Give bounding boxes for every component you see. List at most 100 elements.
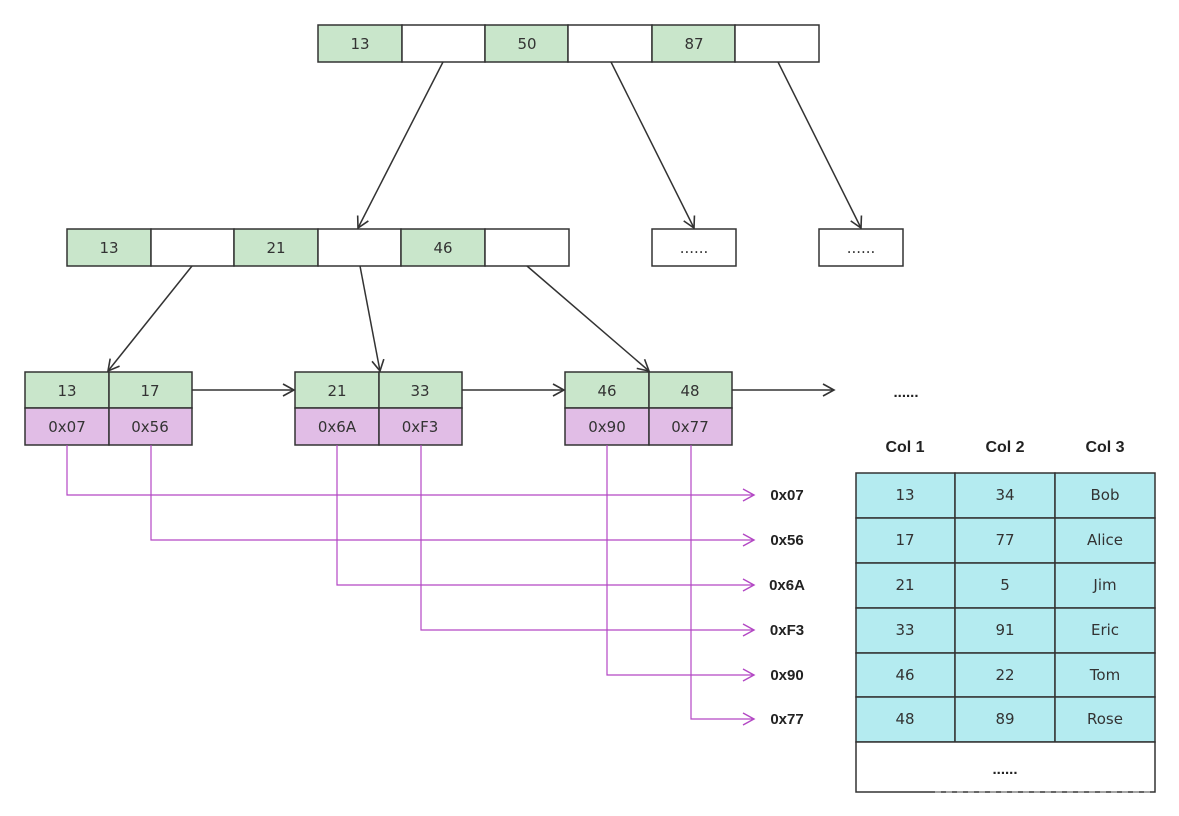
- tree-arrow: [359, 265, 385, 373]
- leaf-key: 21: [327, 382, 346, 400]
- leaf-address: 0x6A: [318, 418, 357, 436]
- address-arrow: [336, 445, 756, 592]
- table-cell-text: 34: [995, 486, 1014, 504]
- data-table: Col 1 Col 2 Col 3 13 34 Bob 17 77 Alice …: [855, 439, 1156, 793]
- ellipsis-node-box: [818, 228, 904, 267]
- address-labels: 0x07 0x56 0x6A 0xF3 0x90 0x77: [769, 487, 805, 728]
- leaf-address: 0xF3: [402, 418, 439, 436]
- table-cell-text: 13: [895, 486, 914, 504]
- table-more-ellipsis: ......: [992, 761, 1017, 778]
- leaf-key: 33: [410, 382, 429, 400]
- ellipsis-node-label: ......: [847, 239, 876, 257]
- table-row: 13 34 Bob: [855, 472, 1156, 519]
- address-arrow: [150, 445, 756, 547]
- internal-key: 21: [266, 239, 285, 257]
- table-header: Col 3: [1085, 439, 1124, 456]
- leaf-key: 48: [680, 382, 699, 400]
- internal-pointer-cell: [150, 228, 235, 267]
- root-node: 13 50 87: [317, 24, 820, 63]
- table-row: 33 91 Eric: [855, 607, 1156, 654]
- address-arrow: [66, 445, 756, 502]
- row-address-label: 0xF3: [770, 622, 804, 639]
- table-cell-text: 21: [895, 576, 914, 594]
- address-arrow: [690, 445, 756, 726]
- root-key-cell: [484, 24, 569, 63]
- internal-key: 13: [99, 239, 118, 257]
- leaf-node: 21 33 0x6A 0xF3: [294, 371, 463, 446]
- table-cell-text: 22: [995, 666, 1014, 684]
- table-cell-text: Eric: [1091, 621, 1119, 639]
- table-cell: [1054, 562, 1156, 609]
- root-pointer-cell: [734, 24, 820, 63]
- internal-node: 13 21 46: [66, 228, 570, 267]
- root-key: 50: [517, 35, 536, 53]
- leaf-key: 46: [597, 382, 616, 400]
- table-cell-text: 91: [995, 621, 1014, 639]
- tree-arrow: [777, 61, 863, 230]
- table-cell: [1054, 607, 1156, 654]
- table-cell-text: 17: [895, 531, 914, 549]
- leaf-sibling-links: ......: [192, 383, 919, 401]
- internal-pointer-cell: [484, 228, 570, 267]
- table-cell: [855, 607, 956, 654]
- leaf-key: 13: [57, 382, 76, 400]
- table-row: 46 22 Tom: [855, 652, 1156, 698]
- tree-arrow: [106, 265, 193, 373]
- table-cell: [954, 607, 1056, 654]
- leaf-address: 0x56: [131, 418, 169, 436]
- table-more-row: ......: [855, 741, 1156, 793]
- root-child-arrows: [356, 61, 863, 230]
- table-cell-text: Bob: [1091, 486, 1120, 504]
- root-key-cell: [317, 24, 403, 63]
- table-cell: [1054, 696, 1156, 743]
- address-arrow: [420, 445, 756, 637]
- internal-key-cell: [233, 228, 319, 267]
- leaf-address-cell: [648, 407, 733, 446]
- root-pointer-cell: [567, 24, 653, 63]
- address-pointer-arrows: [66, 445, 756, 726]
- table-cell-text: 89: [995, 710, 1014, 728]
- ellipsis-node: ......: [651, 228, 737, 267]
- table-cell-text: 33: [895, 621, 914, 639]
- root-key: 87: [684, 35, 703, 53]
- tree-arrow: [356, 61, 444, 230]
- row-address-label: 0x90: [770, 667, 803, 684]
- table-cell: [954, 562, 1056, 609]
- row-address-label: 0x07: [770, 487, 803, 504]
- ellipsis-node-box: [651, 228, 737, 267]
- table-row: 48 89 Rose: [855, 696, 1156, 743]
- row-address-label: 0x77: [770, 711, 803, 728]
- table-cell: [954, 472, 1056, 519]
- tree-arrow: [526, 265, 651, 373]
- internal-pointer-cell: [317, 228, 402, 267]
- table-cell: [954, 652, 1056, 698]
- table-cell-text: 5: [1000, 576, 1010, 594]
- tree-arrow: [610, 61, 696, 230]
- leaf-key-cell: [378, 371, 463, 409]
- internal-child-arrows: [106, 265, 651, 373]
- table-cell-text: Tom: [1089, 666, 1120, 684]
- table-cell: [1054, 517, 1156, 564]
- table-cell-text: 46: [895, 666, 914, 684]
- leaf-address-cell: [378, 407, 463, 446]
- table-cell: [1054, 652, 1156, 698]
- table-cell: [954, 517, 1056, 564]
- leaf-address: 0x90: [588, 418, 626, 436]
- leaf-address-cell: [108, 407, 193, 446]
- row-address-label: 0x56: [770, 532, 803, 549]
- leaf-node: 13 17 0x07 0x56: [24, 371, 193, 446]
- leaf-key-cell: [108, 371, 193, 409]
- ellipsis-node: ......: [818, 228, 904, 267]
- leaf-address-cell: [564, 407, 650, 446]
- table-cell: [1054, 472, 1156, 519]
- leaf-more-ellipsis: ......: [893, 384, 918, 401]
- table-more-box: [855, 741, 1156, 793]
- leaf-node: 46 48 0x90 0x77: [564, 371, 733, 446]
- internal-key: 46: [433, 239, 452, 257]
- leaf-address: 0x77: [671, 418, 709, 436]
- table-row: 17 77 Alice: [855, 517, 1156, 564]
- root-key: 13: [350, 35, 369, 53]
- table-cell-text: Alice: [1087, 531, 1123, 549]
- table-header: Col 2: [985, 439, 1024, 456]
